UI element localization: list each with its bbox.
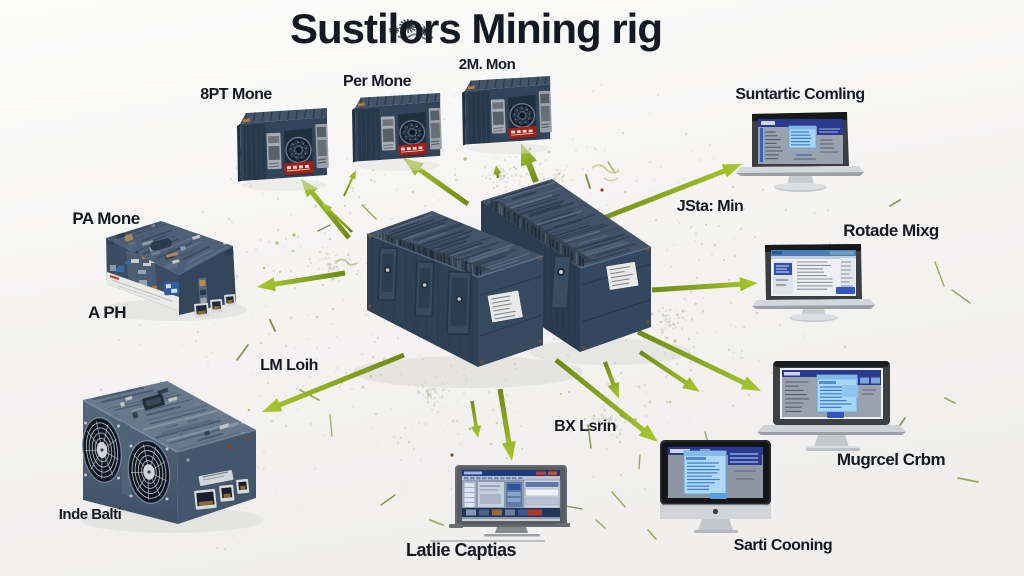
svg-text:Rotade Mixg: Rotade Mixg [843,221,939,240]
svg-text:Mugrcel Crbm: Mugrcel Crbm [837,450,946,469]
svg-text:A PH: A PH [88,303,126,322]
svg-text:BX Lsrin: BX Lsrin [554,418,616,435]
svg-text:Suntartic Comling: Suntartic Comling [735,86,864,103]
svg-text:Latlie Captias: Latlie Captias [406,540,517,560]
svg-text:JSta: Min: JSta: Min [677,198,744,215]
svg-text:Inde Balti: Inde Balti [59,506,122,523]
svg-text:2M. Mon: 2M. Mon [459,56,516,73]
svg-text:8PT Mone: 8PT Mone [200,86,272,103]
svg-text:Sarti Cooning: Sarti Cooning [734,537,832,554]
svg-text:LM Loih: LM Loih [260,357,318,374]
svg-text:Sustilors Mining rig: Sustilors Mining rig [290,5,662,52]
svg-text:Per Mone: Per Mone [343,73,412,90]
svg-text:PA Mone: PA Mone [72,209,139,228]
